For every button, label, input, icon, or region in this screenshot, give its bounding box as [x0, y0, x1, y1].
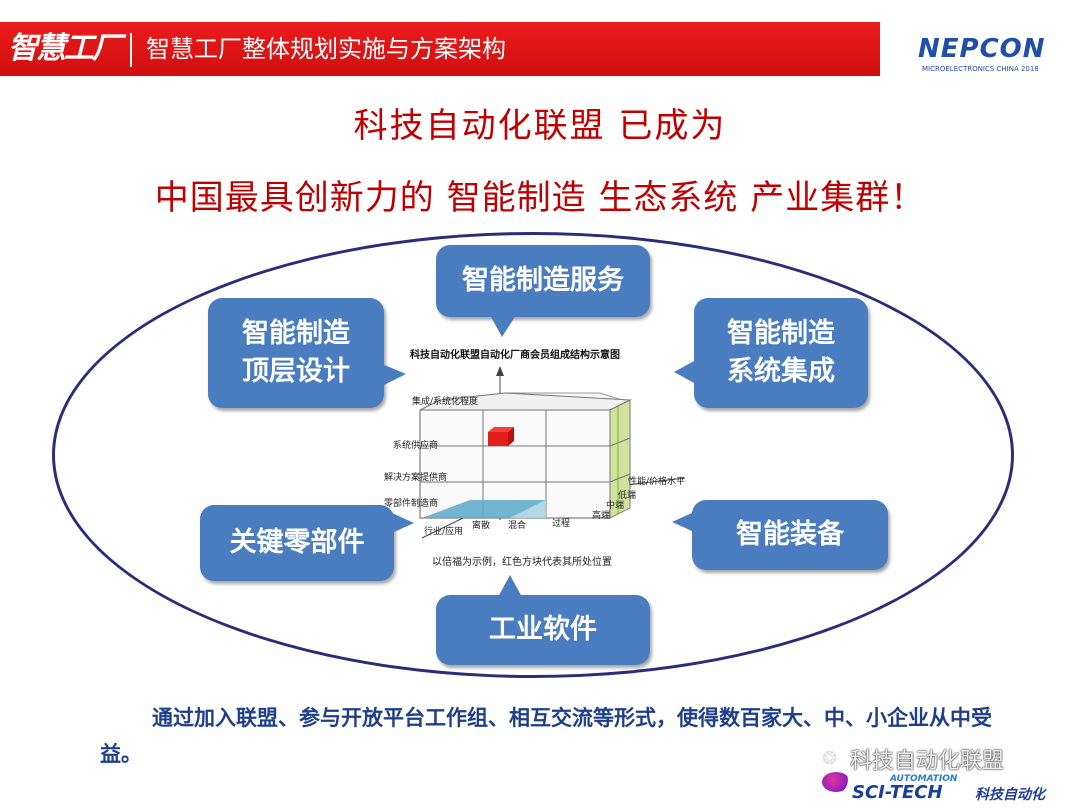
header-divider — [130, 33, 132, 67]
bubble-tail — [382, 364, 406, 386]
bubble-manufacturing-service: 智能制造服务 — [436, 245, 650, 337]
bubble-label: 智能制造服务 — [462, 265, 624, 297]
nepcon-logo-name: NEPCON — [918, 34, 1046, 64]
member-structure-cube-diagram — [419, 366, 686, 539]
smart-factory-logo: 智慧工厂 — [8, 31, 122, 66]
bubble-industrial-software: 工业软件 — [436, 575, 650, 665]
z-level-label: 低端 — [618, 491, 637, 501]
diagram-note: 以倍福为示例，红色方块代表其所处位置 — [432, 557, 612, 568]
position-block — [488, 432, 508, 446]
cube-bottom-highlight — [510, 500, 546, 518]
wechat-icon: ❂ — [822, 748, 838, 769]
z-level-label: 高端 — [592, 511, 611, 521]
bubble-label-line2: 系统集成 — [727, 356, 835, 387]
y-axis-arrow-icon — [496, 366, 504, 376]
bubble-label-line1: 智能制造 — [242, 318, 350, 350]
watermark-text: 科技自动化联盟 — [850, 749, 1005, 774]
benefit-statement-text: 通过加入联盟、参与开放平台工作组、相互交流等形式，使得数百家大、中、小企业从中受… — [100, 706, 992, 766]
bubble-key-components: 关键零部件 — [200, 505, 414, 581]
benefit-statement: 通过加入联盟、参与开放平台工作组、相互交流等形式，使得数百家大、中、小企业从中受… — [100, 700, 1000, 772]
y-level-label: 系统供应商 — [393, 441, 439, 451]
nepcon-logo-sub: MICROELECTRONICS CHINA 2018 — [922, 65, 1039, 73]
z-level-label: 中端 — [606, 501, 625, 511]
y-axis-label: 集成/系统化程度 — [412, 397, 479, 407]
x-level-label: 过程 — [552, 519, 571, 529]
headline-line-2: 中国最具创新力的 智能制造 生态系统 产业集群！ — [154, 178, 926, 218]
bubble-tail — [392, 513, 414, 533]
y-level-label: 零部件制造商 — [384, 499, 439, 509]
x-level-label: 离散 — [472, 521, 491, 531]
bubble-label: 关键零部件 — [229, 527, 365, 559]
z-axis-label: 性能/价格水平 — [628, 477, 686, 487]
bubble-top-level-design: 智能制造 顶层设计 — [208, 298, 406, 408]
position-block-side — [508, 427, 514, 446]
sci-tech-logo-icon — [822, 772, 850, 792]
bubble-system-integration: 智能制造 系统集成 — [674, 298, 868, 408]
bubble-label: 工业软件 — [489, 614, 597, 646]
bubble-tail — [674, 360, 696, 384]
page-title: 智慧工厂整体规划实施与方案架构 — [146, 35, 506, 63]
brand-cn-name: 科技自动化 — [975, 787, 1045, 803]
x-level-label: 混合 — [508, 521, 527, 531]
ecosystem-ellipse — [52, 232, 1014, 678]
bubble-tail — [672, 512, 694, 532]
grid-line — [609, 437, 631, 447]
cube-bottom-highlight — [422, 500, 546, 518]
header-bar — [0, 22, 880, 76]
grid-line — [609, 473, 631, 483]
brand-name: SCI-TECH — [852, 782, 943, 803]
headline-line-1: 科技自动化联盟 已成为 — [353, 106, 727, 146]
bubble-smart-equipment: 智能装备 — [672, 500, 888, 570]
y-level-label: 解决方案提供商 — [384, 473, 448, 483]
nepcon-logo: NEPCON MICROELECTRONICS CHINA 2018 — [910, 30, 1070, 80]
bubble-label-line2: 顶层设计 — [242, 356, 350, 387]
diagram-title: 科技自动化联盟自动化厂商会员组成结构示意图 — [410, 350, 620, 361]
brand-top-text: AUTOMATION — [890, 774, 958, 784]
cube-top-face — [419, 392, 632, 411]
position-block-top — [488, 427, 514, 432]
bubble-label: 智能装备 — [736, 519, 844, 551]
bubble-tail — [498, 575, 522, 597]
bubble-tail — [490, 315, 516, 337]
x-axis-label: 行业/应用 — [424, 527, 464, 537]
bubble-label-line1: 智能制造 — [727, 318, 835, 350]
